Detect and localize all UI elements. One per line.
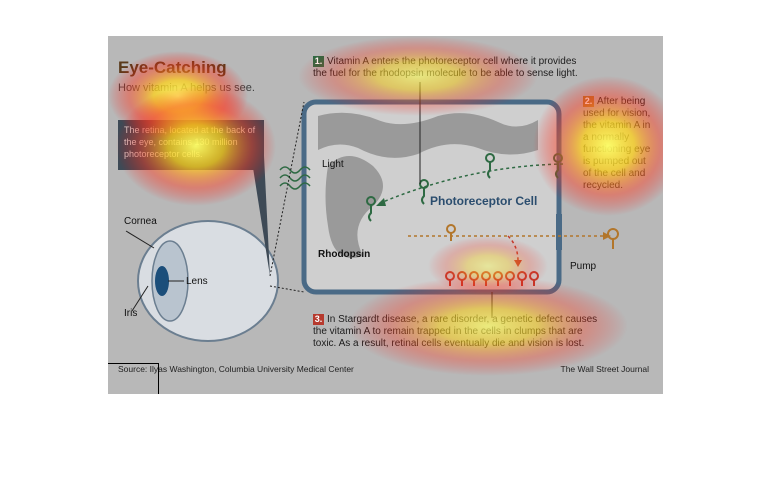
light-label: Light <box>322 159 344 170</box>
step-3-number: 3. <box>313 314 324 325</box>
step-1-number: 1. <box>313 56 324 67</box>
light-waves <box>279 166 311 190</box>
cornea-leader <box>125 230 155 249</box>
credit-note: The Wall Street Journal <box>560 364 650 374</box>
step-1-note: 1.Vitamin A enters the photoreceptor cel… <box>313 56 583 80</box>
iris-leader <box>131 285 149 312</box>
photoreceptor-cell-label: Photoreceptor Cell <box>430 194 538 208</box>
page-title: Eye-Catching <box>118 58 227 77</box>
step-2-text: After being used for vision, the vitamin… <box>583 96 651 191</box>
diagram-art <box>125 82 619 342</box>
step-2-note: 2.After being used for vision, the vitam… <box>583 96 653 192</box>
step-3-note: 3.In Stargardt disease, a rare disorder,… <box>313 314 603 350</box>
infographic-panel: Eye-Catching How vitamin A helps us see.… <box>108 36 663 394</box>
pump-label: Pump <box>570 261 597 272</box>
lens-label: Lens <box>186 276 208 287</box>
retina-callout: The retina, located at the back of the e… <box>118 120 264 170</box>
zoom-line-bottom <box>269 285 305 293</box>
recycle-arrowhead <box>603 232 611 240</box>
subtitle: How vitamin A helps us see. <box>118 82 255 94</box>
cornea-label: Cornea <box>124 216 157 227</box>
source-note: Source: Ilyas Washington, Columbia Unive… <box>118 364 354 374</box>
entry-arrowhead <box>376 198 386 206</box>
rhodopsin-label: Rhodopsin <box>318 249 371 260</box>
orange-vitamin-a-molecules <box>446 224 619 249</box>
zoom-line-top <box>269 101 305 277</box>
step-1-text: Vitamin A enters the photoreceptor cell … <box>313 56 578 79</box>
iris-label: Iris <box>124 308 138 319</box>
cell-membrane-folds <box>318 112 538 158</box>
iris-shape <box>155 266 169 296</box>
cell-inner-fold <box>325 156 383 258</box>
step-2-number: 2. <box>583 96 594 107</box>
step-3-text: In Stargardt disease, a rare disorder, a… <box>313 314 598 349</box>
